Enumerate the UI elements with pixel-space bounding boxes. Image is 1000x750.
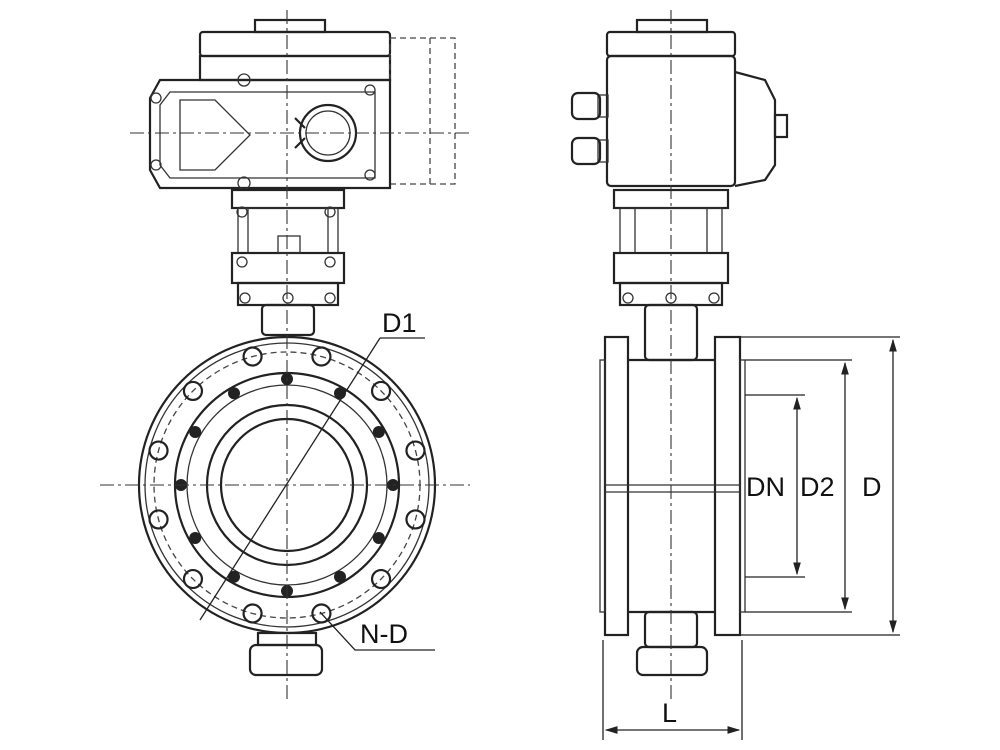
label-d2: D2 xyxy=(800,472,835,502)
outer-bolt-hole xyxy=(242,346,263,367)
label-d: D xyxy=(862,472,882,502)
outer-bolt-hole xyxy=(405,509,426,530)
label-nd: N-D xyxy=(360,619,408,649)
front-view: D1 N-D xyxy=(100,10,470,700)
inner-bolt xyxy=(189,532,202,544)
nd-leader xyxy=(319,611,435,651)
outer-bolt-hole xyxy=(182,380,204,402)
inner-bolt xyxy=(372,426,385,438)
front-yoke xyxy=(230,188,346,337)
front-actuator xyxy=(148,18,456,190)
side-view: D D2 DN L xyxy=(570,10,900,740)
inner-bolt xyxy=(372,532,385,544)
outer-bolt-hole xyxy=(370,568,392,590)
outer-bolt-hole xyxy=(242,603,263,624)
outer-bolt-hole xyxy=(311,603,332,624)
inner-bolt xyxy=(228,387,240,400)
side-body xyxy=(599,335,746,677)
inner-bolt xyxy=(334,570,346,583)
outer-bolt-hole xyxy=(148,440,169,461)
label-dn: DN xyxy=(746,472,785,502)
outer-bolt-hole xyxy=(370,380,392,402)
label-d1: D1 xyxy=(382,308,417,338)
d1-leader xyxy=(199,337,381,621)
outer-bolt-hole xyxy=(182,568,204,590)
label-l: L xyxy=(662,698,677,728)
outer-bolt-hole xyxy=(148,509,169,530)
outer-bolt-hole xyxy=(405,440,426,461)
side-actuator xyxy=(570,18,789,188)
inner-bolt xyxy=(189,426,202,438)
outer-bolt-hole xyxy=(311,346,332,367)
bolt-holes xyxy=(148,346,426,624)
inner-bolt xyxy=(228,570,240,583)
motor-outline-dashed xyxy=(389,37,456,185)
